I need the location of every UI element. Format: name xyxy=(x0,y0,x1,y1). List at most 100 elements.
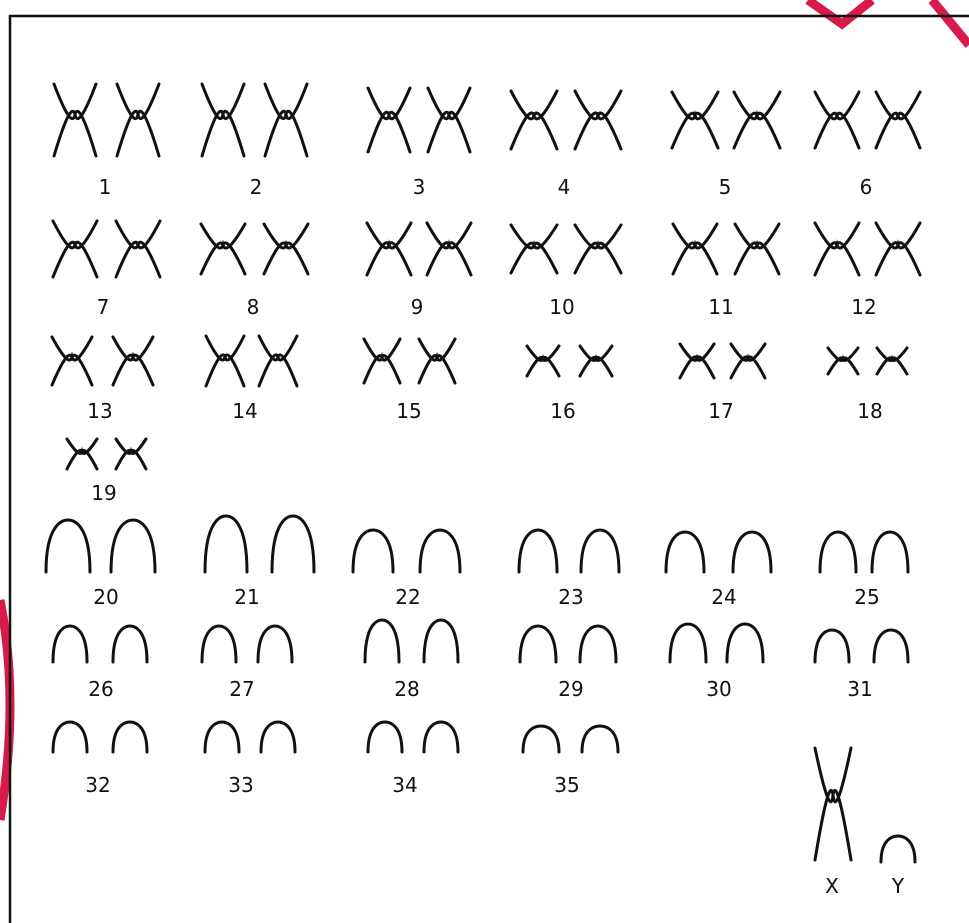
pair-label-16: 16 xyxy=(550,399,575,423)
chromosome-22-a-arch xyxy=(353,530,393,572)
chromosome-Y-arch xyxy=(881,836,915,862)
pair-label-6: 6 xyxy=(860,175,873,199)
pair-label-26: 26 xyxy=(88,677,113,701)
pair-label-Y: Y xyxy=(891,874,905,898)
chromosome-34-a-arch xyxy=(368,722,402,752)
chromosome-26-a-arch xyxy=(53,626,87,662)
pair-label-15: 15 xyxy=(396,399,421,423)
chromosome-3-b-lower-arms xyxy=(428,112,470,152)
pair-label-30: 30 xyxy=(706,677,731,701)
chromosome-4-a-lower-arms xyxy=(511,113,557,149)
chromosome-27-b-arch xyxy=(258,626,292,662)
chromosome-11-a-lower-arms xyxy=(673,243,717,274)
pair-label-25: 25 xyxy=(854,585,879,609)
chromosome-28-b-arch xyxy=(424,620,458,662)
chromosome-13-b-lower-arms xyxy=(113,355,153,385)
chromosome-16-b-lower-arms xyxy=(580,357,612,376)
pair-label-24: 24 xyxy=(711,585,736,609)
chromosome-25-a-arch xyxy=(820,532,856,572)
pair-label-22: 22 xyxy=(395,585,420,609)
watermark-mark-top-right xyxy=(932,0,969,45)
chromosome-8-b-lower-arms xyxy=(264,243,308,274)
chromosome-13-a-lower-arms xyxy=(52,355,92,385)
pair-label-35: 35 xyxy=(554,773,579,797)
pair-label-29: 29 xyxy=(558,677,583,701)
pair-label-32: 32 xyxy=(85,773,110,797)
chromosome-1-a-lower-arms xyxy=(54,111,96,156)
pair-label-12: 12 xyxy=(851,295,876,319)
pair-label-14: 14 xyxy=(232,399,257,423)
chromosome-14-b-lower-arms xyxy=(259,355,297,386)
pair-label-33: 33 xyxy=(228,773,253,797)
chromosome-33-b-arch xyxy=(261,722,295,752)
pair-label-28: 28 xyxy=(394,677,419,701)
pair-label-18: 18 xyxy=(857,399,882,423)
chromosome-18-a-lower-arms xyxy=(828,358,858,374)
chromosome-6-b-lower-arms xyxy=(876,113,920,148)
chromosome-3-a-lower-arms xyxy=(368,112,410,152)
pair-label-8: 8 xyxy=(247,295,260,319)
chromosome-23-b-arch xyxy=(581,530,619,572)
chromosome-20-a-arch xyxy=(46,520,90,572)
chromosome-30-b-arch xyxy=(727,624,763,662)
chromosome-21-a-arch xyxy=(205,516,247,572)
chromosome-34-b-arch xyxy=(424,722,458,752)
chromosome-19-b-lower-arms xyxy=(116,450,146,469)
chromosome-10-a-lower-arms xyxy=(511,243,557,273)
chromosome-4-b-lower-arms xyxy=(575,113,621,149)
chromosome-24-b-arch xyxy=(733,532,771,572)
chromosome-31-a-arch xyxy=(815,630,849,662)
chromosome-16-a-lower-arms xyxy=(527,357,559,376)
chromosome-18-b-lower-arms xyxy=(877,358,907,374)
pair-label-7: 7 xyxy=(97,295,110,319)
pair-label-27: 27 xyxy=(229,677,254,701)
watermark-mark-top xyxy=(808,0,872,24)
chromosome-11-b-lower-arms xyxy=(735,243,779,274)
chromosome-layer xyxy=(46,84,920,862)
chromosome-12-b-lower-arms xyxy=(876,243,920,275)
chromosome-32-a-arch xyxy=(53,722,87,752)
pair-label-4: 4 xyxy=(558,175,571,199)
chromosome-12-a-lower-arms xyxy=(815,243,859,275)
chromosome-15-a-lower-arms xyxy=(364,356,400,383)
chromosome-25-b-arch xyxy=(872,532,908,572)
chromosome-19-a-lower-arms xyxy=(67,450,97,469)
chromosome-28-a-arch xyxy=(365,620,399,662)
chromosome-29-a-arch xyxy=(520,626,556,662)
chromosome-32-b-arch xyxy=(113,722,147,752)
chromosome-9-a-lower-arms xyxy=(367,243,411,275)
chromosome-26-b-arch xyxy=(113,626,147,662)
chromosome-5-a-lower-arms xyxy=(672,113,718,148)
pair-label-9: 9 xyxy=(411,295,424,319)
chromosome-15-b-lower-arms xyxy=(419,356,455,383)
chromosome-31-b-arch xyxy=(874,630,908,662)
chromosome-29-b-arch xyxy=(580,626,616,662)
pair-label-23: 23 xyxy=(558,585,583,609)
watermark-mark-left xyxy=(0,600,10,820)
chromosome-2-b-lower-arms xyxy=(265,111,307,156)
pair-label-11: 11 xyxy=(708,295,733,319)
chromosome-5-b-lower-arms xyxy=(734,113,780,148)
chromosome-20-b-arch xyxy=(111,520,155,572)
pair-label-2: 2 xyxy=(250,175,263,199)
pair-label-1: 1 xyxy=(99,175,112,199)
chromosome-9-b-lower-arms xyxy=(427,243,471,275)
chromosome-17-b-lower-arms xyxy=(731,357,765,378)
pair-label-X: X xyxy=(825,874,839,898)
chromosome-7-a-lower-arms xyxy=(53,242,97,277)
pair-label-13: 13 xyxy=(87,399,112,423)
chromosome-24-a-arch xyxy=(666,532,704,572)
chromosome-14-a-lower-arms xyxy=(206,355,244,386)
pair-label-17: 17 xyxy=(708,399,733,423)
pair-label-31: 31 xyxy=(847,677,872,701)
pair-label-10: 10 xyxy=(549,295,574,319)
pair-label-20: 20 xyxy=(93,585,118,609)
chromosome-21-b-arch xyxy=(272,516,314,572)
chromosome-8-a-lower-arms xyxy=(201,243,245,274)
chromosome-22-b-arch xyxy=(420,530,460,572)
chromosome-30-a-arch xyxy=(670,624,706,662)
pair-label-3: 3 xyxy=(413,175,426,199)
chromosome-1-b-lower-arms xyxy=(117,111,159,156)
